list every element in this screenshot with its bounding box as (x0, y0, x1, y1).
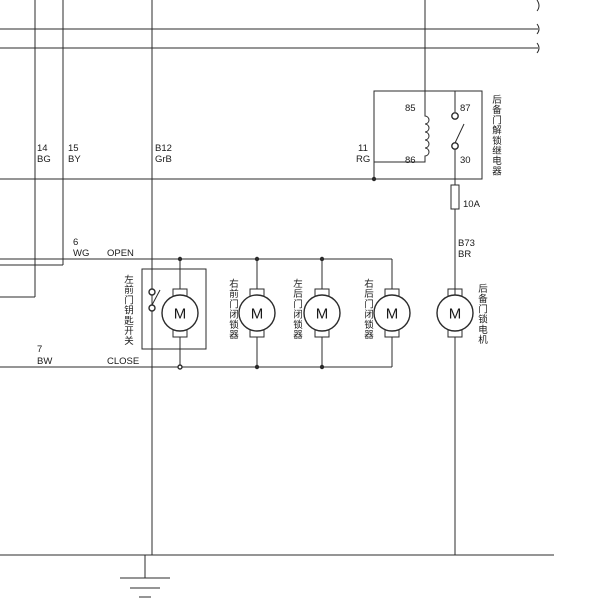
actuator-5-motor-icon (436, 294, 474, 332)
wire-6-signal: OPEN (107, 248, 134, 259)
bus-end-mark-2 (536, 42, 540, 54)
relay-pin-86: 86 (405, 155, 416, 166)
wire-b73-code: B73 (458, 238, 475, 249)
key-switch-contact-upper (148, 288, 156, 296)
relay-coil-icon (374, 112, 430, 163)
actuator-1-label: 左前门钥匙开关 (124, 274, 134, 347)
fuse-icon (450, 184, 460, 210)
wire-b12-color: GrB (155, 154, 172, 165)
wire-7-code: 7 (37, 344, 42, 355)
key-switch-blade-icon (151, 289, 161, 306)
wire-15-color: BY (68, 154, 81, 165)
wire-b12-code: B12 (155, 143, 172, 154)
bus-end-mark-1 (536, 23, 540, 35)
actuator-2-motor-symbol: M (251, 306, 264, 323)
wire-7-color: BW (37, 356, 52, 367)
wire-7-signal: CLOSE (107, 356, 139, 367)
bus-end-mark-0 (536, 0, 540, 12)
relay-contact-30-icon (451, 142, 459, 150)
actuator-5-label: 后备门锁电机 (478, 284, 488, 346)
actuator-3-motor-symbol: M (316, 306, 329, 323)
wire-11-code: 11 (358, 143, 368, 154)
fuse-rating: 10A (463, 199, 481, 210)
actuator-1-motor-symbol: M (174, 306, 187, 323)
actuator-1-motor-icon (161, 294, 199, 332)
actuator-2-label: 右前门闭锁器 (229, 278, 239, 341)
relay-switch-blade-icon (454, 123, 465, 144)
relay-contact-87-icon (451, 112, 459, 120)
wire-b73-color: BR (458, 249, 471, 260)
relay-name-label: 后备门解锁继电器 (492, 95, 502, 177)
key-switch-box (141, 268, 207, 350)
wire-6-color: WG (73, 248, 89, 259)
wire-14-code: 14 (37, 143, 48, 154)
actuator-3-label: 左后门闭锁器 (293, 278, 303, 341)
actuator-4-motor-icon (373, 294, 411, 332)
relay-pin-87: 87 (460, 103, 471, 114)
actuator-5-motor-symbol: M (449, 306, 462, 323)
key-switch-contact-lower (148, 304, 156, 312)
actuator-3-motor-icon (303, 294, 341, 332)
wire-15-code: 15 (68, 143, 79, 154)
relay-pin-85: 85 (405, 103, 416, 114)
relay-box (373, 90, 483, 180)
actuator-2-motor-icon (238, 294, 276, 332)
wire-11-color: RG (356, 154, 370, 165)
wire-6-code: 6 (73, 237, 78, 248)
actuator-4-motor-symbol: M (386, 306, 399, 323)
junction-close-1-open (177, 364, 183, 370)
wire-14-color: BG (37, 154, 51, 165)
relay-pin-30: 30 (460, 155, 471, 166)
actuator-4-label: 右后门闭锁器 (364, 278, 374, 341)
